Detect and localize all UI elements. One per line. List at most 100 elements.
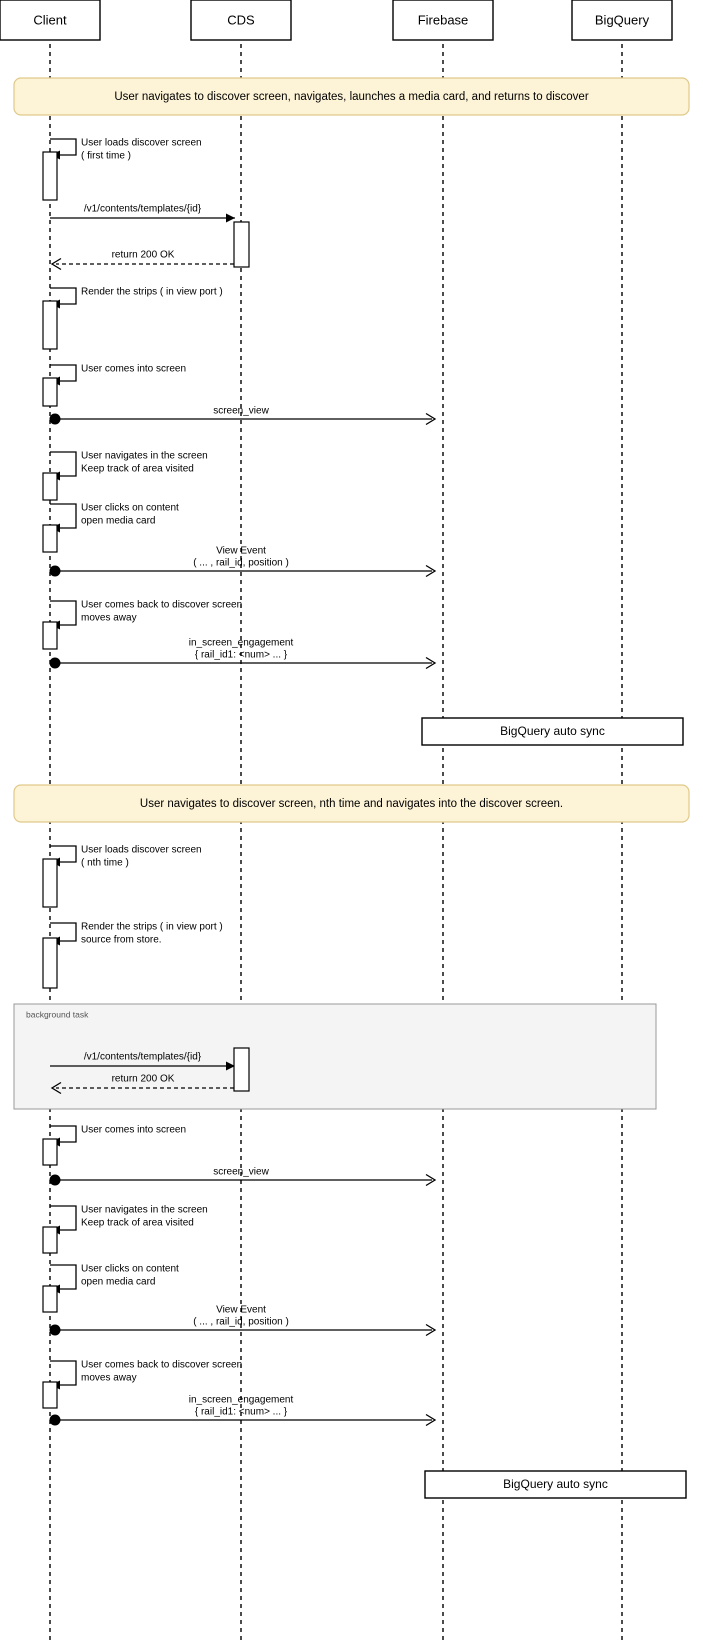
activation-bar	[42, 524, 58, 553]
message-text: ( first time )	[81, 151, 131, 162]
message-text: Render the strips ( in view port )	[81, 922, 223, 933]
message-text: moves away	[81, 613, 137, 624]
message-text: User navigates in the screen	[81, 1205, 208, 1216]
participant-firebase[interactable]: Firebase	[392, 0, 494, 41]
message-text: User comes into screen	[81, 364, 186, 375]
message-text: { rail_id1: <num> ... }	[195, 650, 288, 661]
message-m14: /v1/contents/templates/{id}	[50, 1052, 235, 1071]
activation-bar-cds-act-1	[233, 221, 250, 268]
actor-boxes-layer: Client CDS Firebase BigQuery	[0, 0, 673, 41]
arrowhead-open-icon	[425, 1173, 437, 1187]
fragment-background	[13, 1003, 657, 1110]
note-note-1: User navigates to discover screen, navig…	[13, 77, 690, 116]
message-m9: View Event( ... , rail_id, position )	[49, 546, 437, 578]
message-text: in_screen_engagement	[189, 638, 294, 649]
participant-bigquery[interactable]: BigQuery	[571, 0, 673, 41]
activation-bar	[42, 151, 58, 201]
message-text: screen_view	[213, 406, 269, 417]
participant-box[interactable]	[571, 0, 673, 41]
message-text: View Event	[216, 546, 266, 557]
self-message-path	[50, 1264, 77, 1290]
message-m22: in_screen_engagement{ rail_id1: <num> ..…	[49, 1395, 437, 1427]
activation-bar	[42, 300, 58, 350]
sync-box-background	[421, 717, 684, 746]
message-m8: User clicks on content open media card	[42, 503, 179, 553]
activation-bar	[42, 1285, 58, 1313]
message-m20: View Event( ... , rail_id, position )	[49, 1305, 437, 1337]
message-text: return 200 OK	[112, 250, 175, 261]
arrowhead-open-icon	[425, 656, 437, 670]
sync-box-background	[424, 1470, 687, 1499]
fragment-label: background task	[26, 1009, 89, 1019]
activation-bar	[42, 937, 58, 989]
fragments-layer: background task	[13, 1003, 657, 1110]
participant-cds[interactable]: CDS	[190, 0, 292, 41]
message-text: return 200 OK	[112, 1074, 175, 1085]
message-text: open media card	[81, 1277, 156, 1288]
participant-box[interactable]	[190, 0, 292, 41]
message-text: User comes into screen	[81, 1125, 186, 1136]
arrowhead-open-icon	[425, 564, 437, 578]
message-m17: screen_view	[49, 1167, 437, 1187]
message-text: in_screen_engagement	[189, 1395, 294, 1406]
arrowhead-open-icon	[425, 412, 437, 426]
message-text: /v1/contents/templates/{id}	[84, 204, 202, 215]
activation-bar	[42, 1226, 58, 1254]
messages-layer: User loads discover screen ( first time )…	[42, 138, 437, 1427]
participant-box[interactable]	[0, 0, 101, 41]
arrowhead-open-icon	[50, 1081, 62, 1095]
message-text: View Event	[216, 1305, 266, 1316]
message-text: { rail_id1: <num> ... }	[195, 1407, 288, 1418]
arrowhead-open-icon	[50, 257, 62, 271]
activation-bar	[42, 472, 58, 501]
fragment-background-task: background task	[13, 1003, 657, 1110]
event-origin-ball-icon	[49, 657, 61, 669]
participant-label: CDS	[227, 12, 255, 27]
activation-bar	[42, 621, 58, 650]
message-text: User clicks on content	[81, 503, 179, 514]
message-text: User loads discover screen	[81, 138, 202, 149]
self-message-path	[50, 1360, 77, 1386]
self-message-path	[50, 451, 77, 477]
event-origin-ball-icon	[49, 1414, 61, 1426]
activation-bar	[42, 377, 58, 407]
message-text: Render the strips ( in view port )	[81, 287, 223, 298]
arrowhead-solid-icon	[226, 213, 235, 223]
message-m3: return 200 OK	[50, 250, 234, 271]
self-message-path	[50, 1125, 77, 1143]
message-text: User comes back to discover screen	[81, 600, 242, 611]
notes-layer: User navigates to discover screen, navig…	[13, 77, 690, 823]
self-message-path	[50, 845, 77, 863]
note-text: User navigates to discover screen, navig…	[114, 91, 588, 103]
message-m13: Render the strips ( in view port )source…	[42, 922, 223, 989]
message-m15: return 200 OK	[50, 1074, 234, 1095]
event-origin-ball-icon	[49, 1174, 61, 1186]
participant-box[interactable]	[392, 0, 494, 41]
event-origin-ball-icon	[49, 1324, 61, 1336]
participant-client[interactable]: Client	[0, 0, 101, 41]
message-text: screen_view	[213, 1167, 269, 1178]
message-m5: User comes into screen	[42, 364, 186, 407]
message-m21: User comes back to discover screenmoves …	[42, 1360, 242, 1409]
lifelines-layer	[49, 44, 623, 1641]
message-text: User comes back to discover screen	[81, 1360, 242, 1371]
message-text: open media card	[81, 516, 156, 527]
message-text: User clicks on content	[81, 1264, 179, 1275]
self-message-path	[50, 364, 77, 382]
message-text: ( ... , rail_id, position )	[193, 1317, 289, 1328]
sync-box-bigquery-auto-sync-2: BigQuery auto sync	[424, 1470, 687, 1499]
event-origin-ball-icon	[49, 565, 61, 577]
message-text: Keep track of area visited	[81, 1218, 194, 1229]
message-m2: /v1/contents/templates/{id}	[50, 204, 235, 223]
event-origin-ball-icon	[49, 413, 61, 425]
message-text: ( nth time )	[81, 858, 129, 869]
message-text: /v1/contents/templates/{id}	[84, 1052, 202, 1063]
sync-box-bigquery-auto-sync-1: BigQuery auto sync	[421, 717, 684, 746]
note-background	[13, 77, 690, 116]
arrowhead-open-icon	[425, 1323, 437, 1337]
participant-label: Client	[33, 12, 67, 27]
